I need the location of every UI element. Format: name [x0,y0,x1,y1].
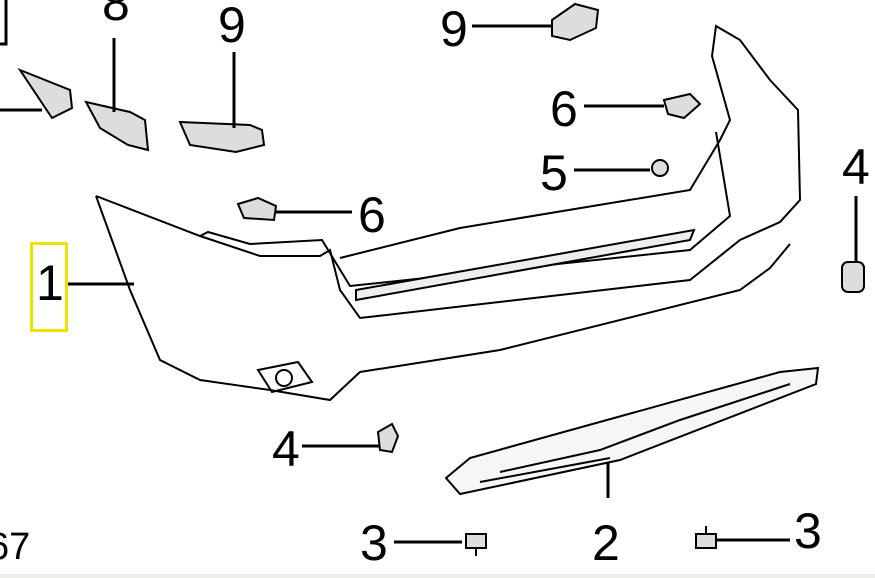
screw-part-3b [695,526,717,549]
bracket-part [17,67,74,120]
callout-6[interactable]: 6 [550,81,578,137]
callout-1[interactable]: 1 [36,255,64,311]
callout-6[interactable]: 6 [358,187,386,243]
reflector-hole [256,360,314,394]
screw-part-3 [465,533,487,556]
callout-3[interactable]: 3 [360,515,388,571]
nut-part-5 [651,159,669,177]
step-pad [355,228,696,302]
clip-part-4b [376,422,400,454]
lower-garnish-2 [444,366,820,496]
bottom-border [0,574,875,578]
lower-garnish-inner [479,383,791,483]
callout-9[interactable]: 9 [440,1,468,57]
bumper-cover [95,24,802,402]
reflector-hole-inner [275,369,293,387]
callout-3[interactable]: 3 [794,503,822,559]
bracket-part-9 [178,120,266,154]
callout-8[interactable]: 8 [102,0,130,31]
bracket-part-8 [84,100,150,152]
callout-5[interactable]: 5 [540,145,568,201]
callout-9[interactable]: 9 [218,0,246,53]
callout-2[interactable]: 2 [592,515,620,571]
highlight-box [30,242,68,332]
clip-part-9 [551,2,600,42]
clip-part-6 [662,92,702,120]
callout-4[interactable]: 4 [842,139,870,195]
clip-part-6b [236,196,278,222]
bumper-upper-edge [199,131,732,288]
diagram-code: 67 [0,526,31,568]
callout-4[interactable]: 4 [272,421,300,477]
clip-part-4 [841,261,865,293]
frame-box-fragment [0,0,8,46]
